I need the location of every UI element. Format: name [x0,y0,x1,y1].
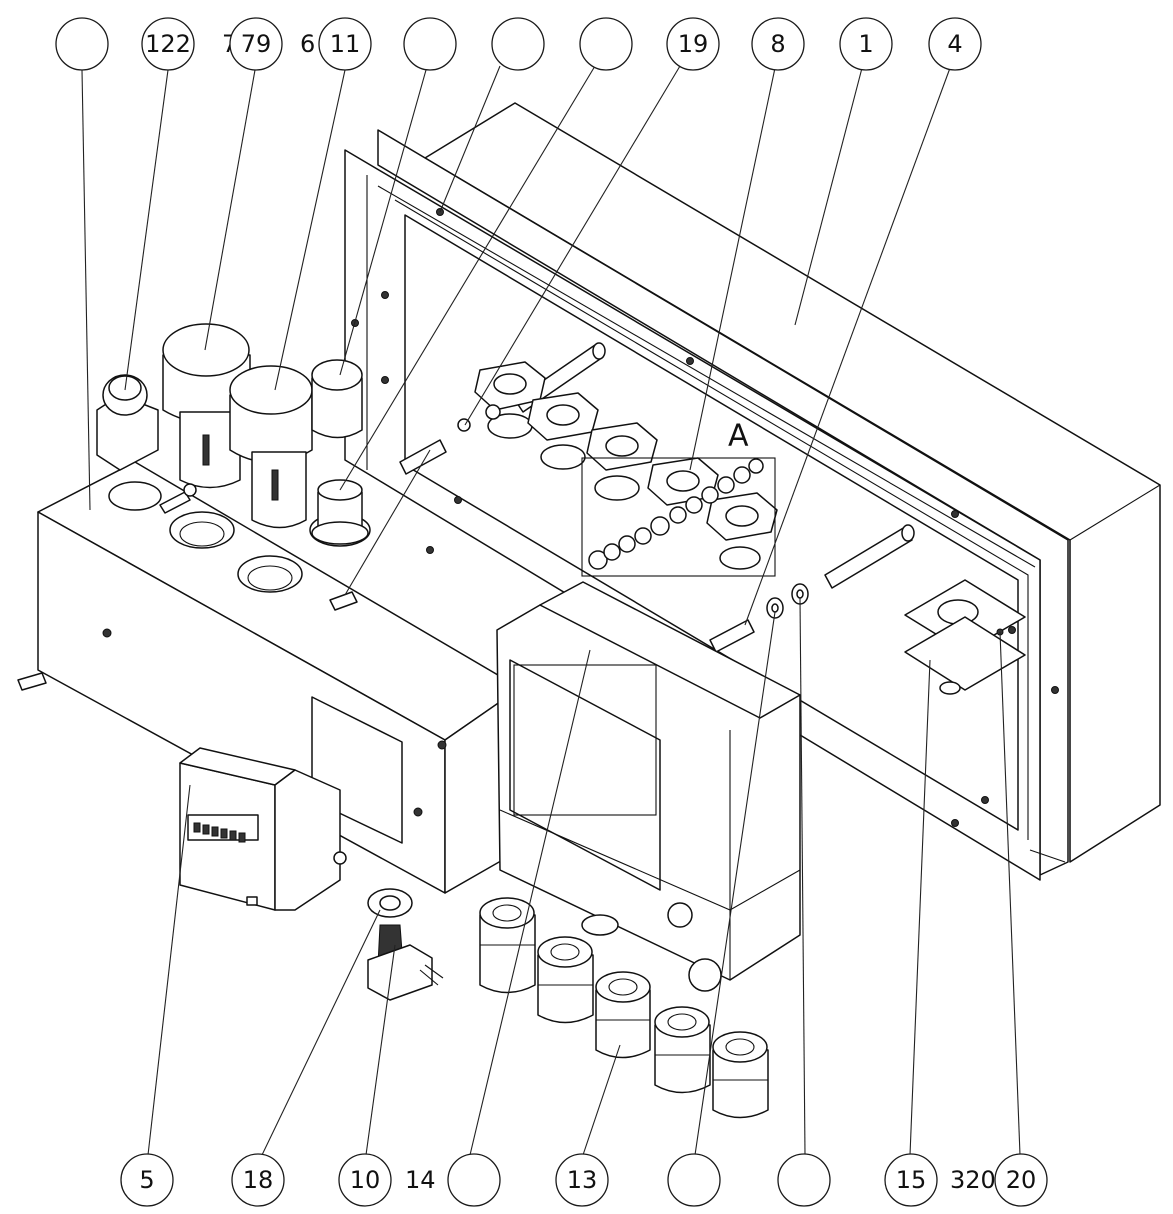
leader-lines [81,65,1021,1156]
balloon-bottom-3: 10 [338,1153,392,1207]
detail-a-label: A [728,419,749,454]
svg-text:19: 19 [678,30,709,58]
svg-text:18: 18 [243,1166,274,1194]
gland-4 [654,1006,711,1094]
balloon-bottom-1: 5 [120,1153,174,1207]
button-cap [311,359,363,439]
balloons-bottom: 5 18 10 14 13 15 320 [120,1153,1048,1207]
counter-digits [193,822,246,843]
balloon-bottom-2: 18 [231,1153,285,1207]
svg-text:10: 10 [350,1166,381,1194]
display-unit [496,581,801,992]
svg-text:15: 15 [896,1166,927,1194]
balloon-top-9: 8 [751,17,805,71]
balloon-bottom-5: 13 [555,1153,609,1207]
svg-text:1: 1 [858,30,873,58]
wall-holes [487,413,761,570]
push-buttons [17,323,369,691]
svg-text:122: 122 [145,30,191,58]
svg-text:4: 4 [947,30,962,58]
cable-glands [479,897,769,1119]
detail-a: A [581,419,776,577]
svg-text:11: 11 [330,30,361,58]
key-switch [367,888,444,1001]
mounting-plate [904,579,1026,695]
gland-1 [479,897,536,994]
standoffs [399,342,915,653]
balloon-bottom-8: 15 [884,1153,938,1207]
balloon-top-8: 19 [666,17,720,71]
label-top-6: 6 [300,30,315,58]
label-bottom-14: 14 [405,1166,436,1194]
svg-text:20: 20 [1006,1166,1037,1194]
balloon-bottom-4 [447,1153,501,1207]
svg-text:13: 13 [567,1166,598,1194]
gland-2 [537,936,594,1024]
balloon-top-4: 11 [318,17,372,71]
svg-text:8: 8 [770,30,785,58]
label-bottom-320: 320 [950,1166,996,1194]
balloon-top-7 [579,17,633,71]
balloon-top-1 [55,17,109,71]
gland-5 [712,1031,769,1119]
balloon-top-2: 122 [141,17,195,71]
washers [766,583,809,619]
gland-3 [595,971,651,1059]
button-small [96,374,159,471]
balloon-top-10: 1 [839,17,893,71]
counter [179,747,347,911]
svg-text:79: 79 [241,30,272,58]
balloon-bottom-9: 20 [994,1153,1048,1207]
balloon-bottom-7 [777,1153,831,1207]
balloon-top-3: 79 [229,17,283,71]
balloon-bottom-6 [667,1153,721,1207]
balloon-top-5 [403,17,457,71]
balloon-top-11: 4 [928,17,982,71]
balloons-top: 122 7 79 6 11 19 8 [55,17,982,71]
balloon-top-6 [491,17,545,71]
svg-text:5: 5 [139,1166,154,1194]
button-large-2 [229,365,313,529]
detail-a-stack [588,458,764,570]
